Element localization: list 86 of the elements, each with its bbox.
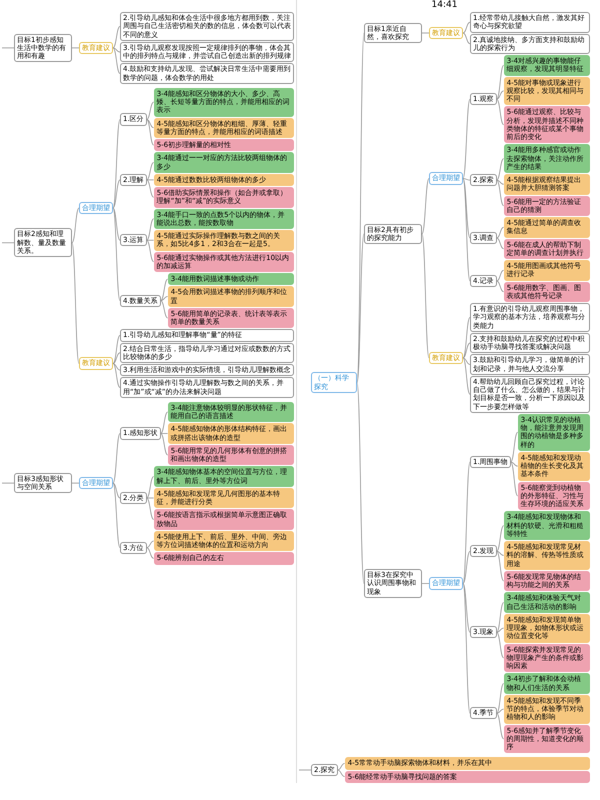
connector-line — [462, 32, 470, 44]
connector-line — [146, 476, 154, 498]
connector-line — [496, 98, 504, 126]
connector-line — [112, 363, 120, 371]
connector-line — [160, 433, 168, 434]
connector-line — [112, 482, 120, 548]
connector-line — [510, 432, 518, 462]
connector-line — [146, 102, 154, 120]
connector-line — [112, 208, 120, 302]
connector-line — [160, 300, 168, 318]
connector-line — [496, 280, 504, 292]
status-time: 14:41 — [432, 0, 458, 10]
connector-line — [146, 119, 154, 146]
connector-line — [146, 162, 154, 180]
connector-line — [462, 357, 470, 365]
connector-line — [112, 179, 120, 208]
connector-line — [422, 178, 430, 234]
connector-line — [462, 22, 470, 34]
connector-line — [496, 180, 504, 185]
connector-line — [462, 316, 470, 358]
connector-line — [496, 602, 504, 633]
connector-line — [462, 178, 470, 181]
connector-line — [496, 270, 504, 282]
connector-line — [146, 540, 154, 548]
connector-line — [496, 712, 504, 740]
connector-line — [496, 180, 504, 206]
connector-line — [496, 90, 504, 100]
connector-line — [496, 550, 504, 556]
connector-line — [496, 226, 504, 238]
connector-line — [462, 342, 470, 358]
connector-line — [112, 47, 120, 74]
connector-line — [146, 179, 154, 198]
connector-line — [112, 363, 120, 388]
connector-line — [496, 550, 504, 582]
connector-line — [496, 632, 504, 658]
connector-line — [112, 208, 120, 241]
connector-line — [422, 32, 430, 34]
connector-line — [146, 218, 154, 241]
connector-line — [510, 462, 518, 467]
connector-line — [112, 334, 120, 364]
connector-line — [72, 47, 80, 48]
connector-line — [462, 178, 470, 238]
connector-line — [2, 47, 14, 48]
connector-line — [462, 178, 470, 282]
connector-line — [160, 412, 168, 434]
connector-line — [356, 382, 364, 584]
connector-line — [112, 119, 120, 208]
connector-line — [2, 482, 14, 484]
connector-line — [462, 462, 470, 584]
connector-line — [146, 498, 154, 520]
connector-line — [356, 233, 364, 384]
connector-line — [146, 547, 154, 559]
connector-line — [160, 433, 168, 456]
connector-line — [112, 433, 120, 484]
connector-line — [462, 583, 470, 714]
connector-line — [422, 233, 430, 358]
connector-line — [496, 238, 504, 250]
connector-line — [356, 32, 364, 384]
connector-line — [72, 482, 80, 484]
connector-line — [496, 525, 504, 552]
connector-line — [462, 550, 470, 584]
connector-line — [496, 64, 504, 100]
connector-line — [160, 296, 168, 302]
connector-line — [72, 242, 80, 364]
connector-line — [146, 119, 154, 128]
connector-line — [146, 179, 154, 180]
connector-line — [146, 240, 154, 262]
connector-line — [496, 628, 504, 633]
connector-line — [112, 26, 120, 48]
connector-line — [462, 583, 470, 633]
connector-line — [112, 352, 120, 364]
connector-line — [462, 357, 470, 395]
connector-line — [72, 208, 80, 244]
connector-line — [146, 240, 154, 241]
connector-line — [2, 242, 14, 244]
connector-line — [337, 762, 346, 770]
connector-line — [510, 462, 518, 496]
connector-line — [337, 770, 346, 778]
connector-line — [496, 683, 504, 714]
connector-line — [496, 708, 504, 714]
connector-line — [112, 47, 120, 52]
connector-line — [422, 583, 430, 584]
connector-line — [160, 278, 168, 302]
connector-line — [496, 158, 504, 181]
connector-line — [462, 98, 470, 179]
connector-line — [112, 482, 120, 498]
